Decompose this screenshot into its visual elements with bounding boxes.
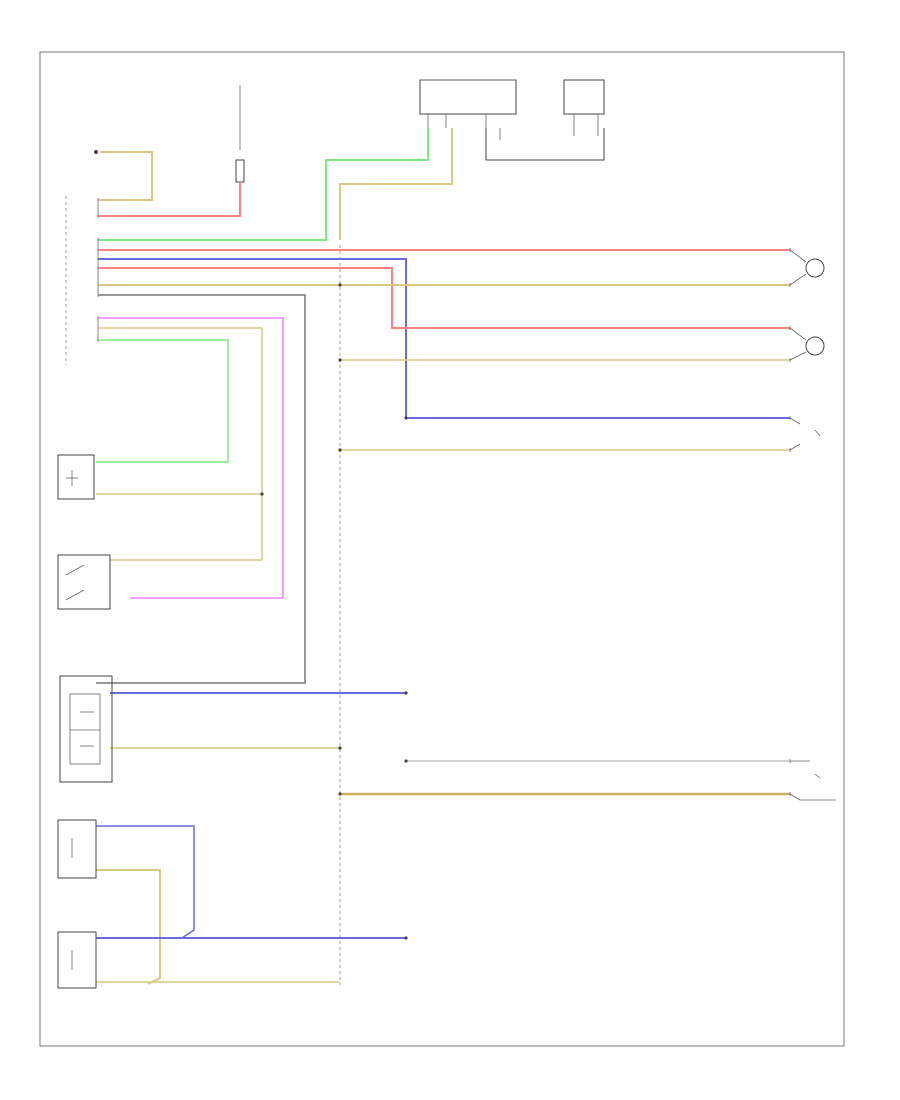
wire-tan-2: [339, 128, 453, 240]
left-rear-window-switch: [59, 675, 113, 783]
wire-green-1: [98, 128, 429, 241]
wire-red-3: [98, 267, 790, 329]
wire-tan-10: [96, 869, 161, 985]
splice-points: [94, 150, 408, 940]
left-rear-door-ajar-switch: [57, 554, 111, 610]
left-rear-courtesy-lamp: [789, 249, 825, 286]
junction-block-top: [419, 79, 517, 128]
fuse-top: [235, 85, 245, 183]
wire-blue-1: [98, 258, 790, 419]
left-rear-puddle-lamp: [789, 327, 825, 361]
wire-gray-1: [96, 294, 306, 684]
wire-tan-1: [98, 151, 153, 201]
wire-tan-4: [98, 327, 263, 561]
left-rear-lock-motor: [789, 760, 836, 801]
diagram-frame: [39, 51, 845, 1047]
junction-block-top-right: [563, 79, 605, 136]
wire-blue-3: [96, 825, 195, 939]
wire-green-2: [96, 339, 229, 463]
left-rear-door-lock-actuator: [57, 819, 97, 879]
wire-red-1: [98, 182, 241, 217]
wire-pink-1: [98, 317, 284, 599]
left-rear-speaker: [789, 417, 821, 451]
connector-ticks: [97, 198, 791, 796]
left-rear-window-motor: [57, 931, 97, 989]
left-rear-door-lock-switch: [57, 454, 95, 500]
ground-loop-top: [485, 128, 605, 161]
